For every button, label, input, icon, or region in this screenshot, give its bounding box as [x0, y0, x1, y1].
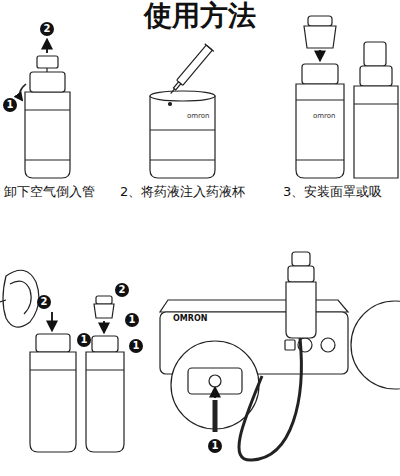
callout-number: 2: [40, 22, 54, 36]
brand-label: omron: [312, 112, 337, 120]
page-title: 使用方法: [144, 1, 256, 31]
callout-number: 1: [208, 439, 222, 453]
step-caption: 2、将药液注入药液杯: [120, 184, 245, 200]
syringe: [166, 44, 214, 98]
medicine-cup: [150, 91, 215, 178]
callout-number: 1: [77, 333, 91, 347]
brand-label: OMRON: [172, 314, 208, 323]
zoom-circle: [351, 301, 400, 389]
lift-arrow: [46, 40, 48, 53]
callout-number: 2: [115, 283, 129, 297]
brand-label: omron: [186, 112, 211, 120]
nebulizer-cup: [30, 334, 76, 452]
nebulizer-handheld: [286, 252, 316, 338]
step-caption: 3、安装面罩或吸: [283, 184, 382, 200]
mouthpiece: [94, 296, 114, 318]
air-tube: [239, 338, 301, 460]
callout-number: 1: [3, 98, 17, 112]
nebulizer-cup: [296, 64, 344, 178]
step-caption: 卸下空气倒入管: [4, 184, 95, 200]
callout-number: 2: [37, 295, 51, 309]
face-mask: [0, 270, 39, 327]
callout-number: 1: [129, 339, 143, 353]
mouthpiece: [304, 16, 336, 48]
nebulizer-cup-assembled: [354, 42, 398, 178]
nebulizer-cup: [25, 56, 70, 178]
nebulizer-cup: [86, 336, 124, 452]
twist-arrow: [20, 84, 26, 100]
callout-number: 1: [125, 313, 139, 327]
drop: [169, 103, 172, 106]
